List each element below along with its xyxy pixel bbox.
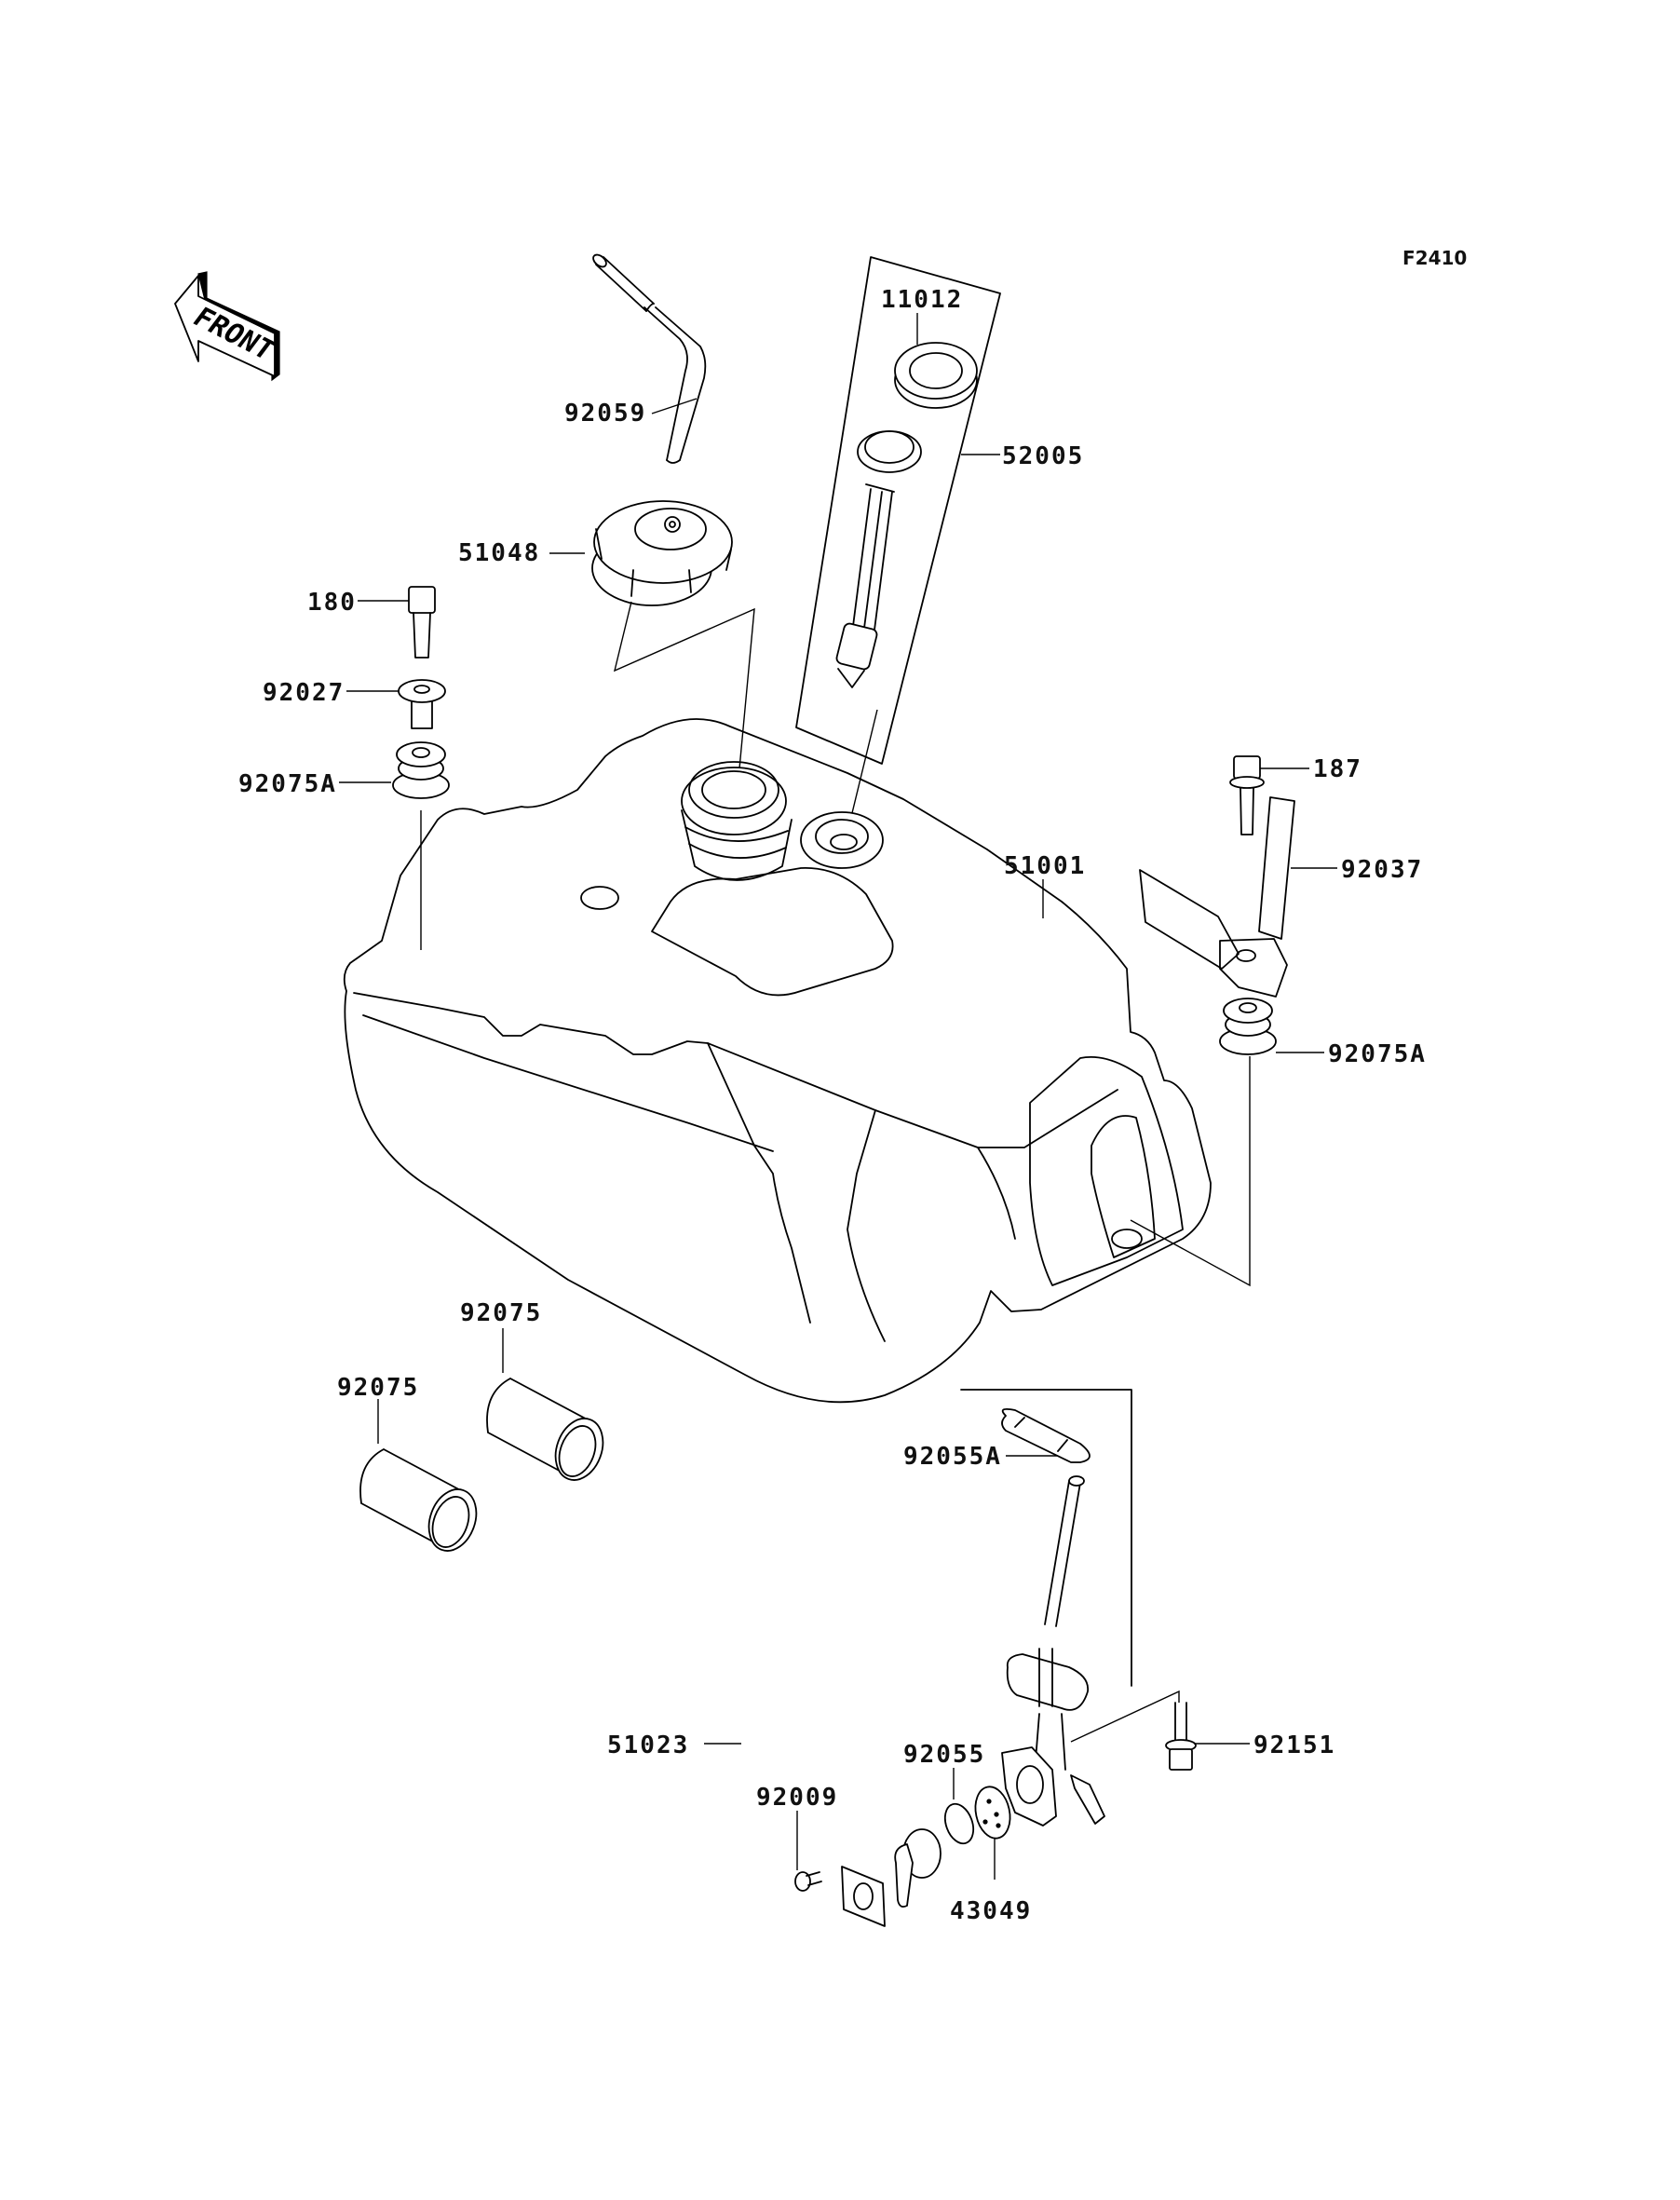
part-label-92075A-left: 92075A: [238, 770, 337, 798]
part-label-51048: 51048: [458, 539, 540, 567]
bracket-92037: [1139, 796, 1295, 998]
fuel-cock-group-frame: [960, 1389, 1132, 1687]
part-label-92075-lower: 92075: [337, 1374, 419, 1402]
part-label-51023: 51023: [607, 1731, 689, 1759]
gasket-plate-43049: [974, 1786, 1011, 1840]
bolt-92151: [1165, 1702, 1197, 1771]
collar-92075-lower: [359, 1448, 478, 1552]
part-label-180: 180: [307, 589, 357, 617]
part-label-92037: 92037: [1341, 856, 1423, 884]
part-label-92055: 92055: [903, 1741, 985, 1769]
front-arrow-icon: FRONT: [174, 271, 281, 382]
part-label-92009: 92009: [756, 1784, 838, 1812]
o-ring-92055: [943, 1802, 975, 1845]
fuel-cap: [591, 500, 733, 606]
damper-92075A-right: [1219, 998, 1277, 1055]
gasket-92055A: [1001, 1407, 1091, 1463]
part-label-11012: 11012: [881, 286, 963, 314]
screw-92009: [794, 1871, 822, 1892]
bolt-180: [408, 586, 436, 659]
gauge-assembly-group-frame: [795, 256, 1001, 765]
bolt-187: [1229, 755, 1265, 835]
part-label-92027: 92027: [263, 679, 345, 707]
part-label-92075-upper: 92075: [460, 1299, 542, 1327]
gauge-ring: [894, 342, 978, 409]
part-label-187: 187: [1313, 755, 1362, 783]
collar-92027: [398, 679, 446, 729]
part-label-92059: 92059: [564, 400, 646, 428]
figure-code: F2410: [1402, 247, 1467, 269]
part-label-51001: 51001: [1004, 852, 1086, 880]
fuel-tank: [343, 718, 1212, 1404]
breather-hose: [592, 253, 707, 464]
fuel-cock: [1001, 1475, 1105, 1827]
damper-92075A-left: [392, 741, 450, 799]
part-label-92151: 92151: [1253, 1731, 1335, 1759]
fuel-cock-cover-plate: [841, 1866, 886, 1927]
collar-92075-upper: [486, 1378, 604, 1481]
part-label-92055A: 92055A: [903, 1443, 1002, 1471]
fuel-cock-lever: [894, 1828, 942, 1908]
fuel-gauge: [835, 430, 922, 688]
part-label-92075A-right: 92075A: [1328, 1040, 1427, 1068]
part-label-52005: 52005: [1002, 442, 1084, 470]
part-label-43049: 43049: [950, 1897, 1032, 1925]
